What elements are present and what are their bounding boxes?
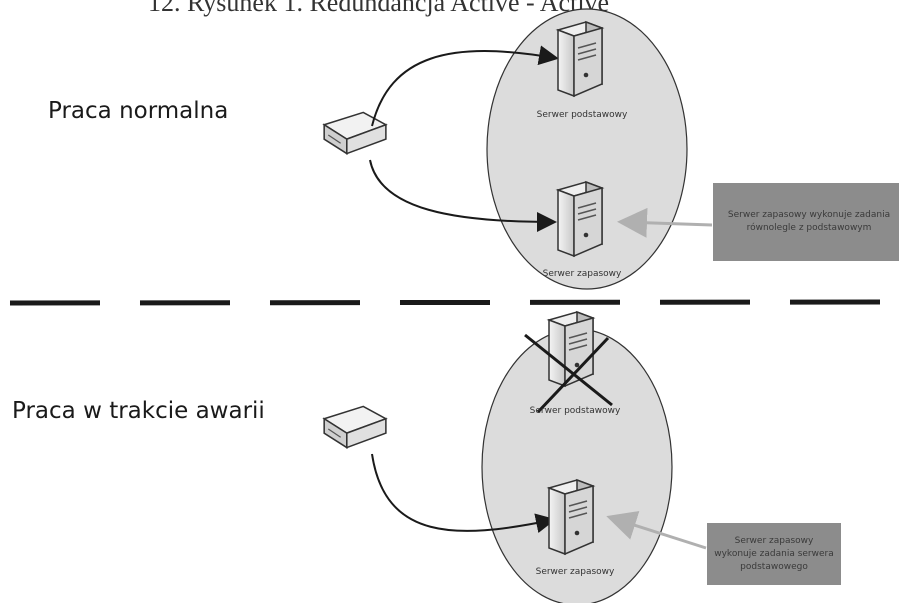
link-to-backup-failure: [371, 453, 556, 534]
router-icon: [323, 405, 387, 449]
failed-cross-icon: [524, 333, 613, 414]
note-pointer-failure: [606, 511, 707, 550]
section-label-normal: Praca normalna: [48, 98, 229, 124]
backup-server-label-normal: Serwer zapasowy: [543, 269, 622, 279]
server-icon: [548, 479, 594, 555]
note-normal: Serwer zapasowy wykonuje zadania równole…: [713, 183, 899, 261]
router-icon: [323, 111, 387, 155]
primary-server-label-failure: Serwer podstawowy: [530, 406, 621, 416]
section-divider: [9, 299, 896, 306]
note-failure: Serwer zapasowy wykonuje zadania serwera…: [707, 523, 841, 585]
server-icon: [548, 311, 594, 387]
section-label-failure: Praca w trakcie awarii: [12, 398, 265, 424]
figure-caption: 12. Rysunek 1. Redundancja Active - Acti…: [148, 0, 610, 17]
server-icon: [557, 181, 603, 257]
note-pointer-normal: [617, 207, 713, 238]
link-to-backup: [369, 159, 557, 232]
server-icon: [557, 21, 603, 97]
backup-server-label-failure: Serwer zapasowy: [536, 567, 615, 577]
primary-server-label-normal: Serwer podstawowy: [537, 110, 628, 120]
link-to-primary: [371, 45, 559, 127]
